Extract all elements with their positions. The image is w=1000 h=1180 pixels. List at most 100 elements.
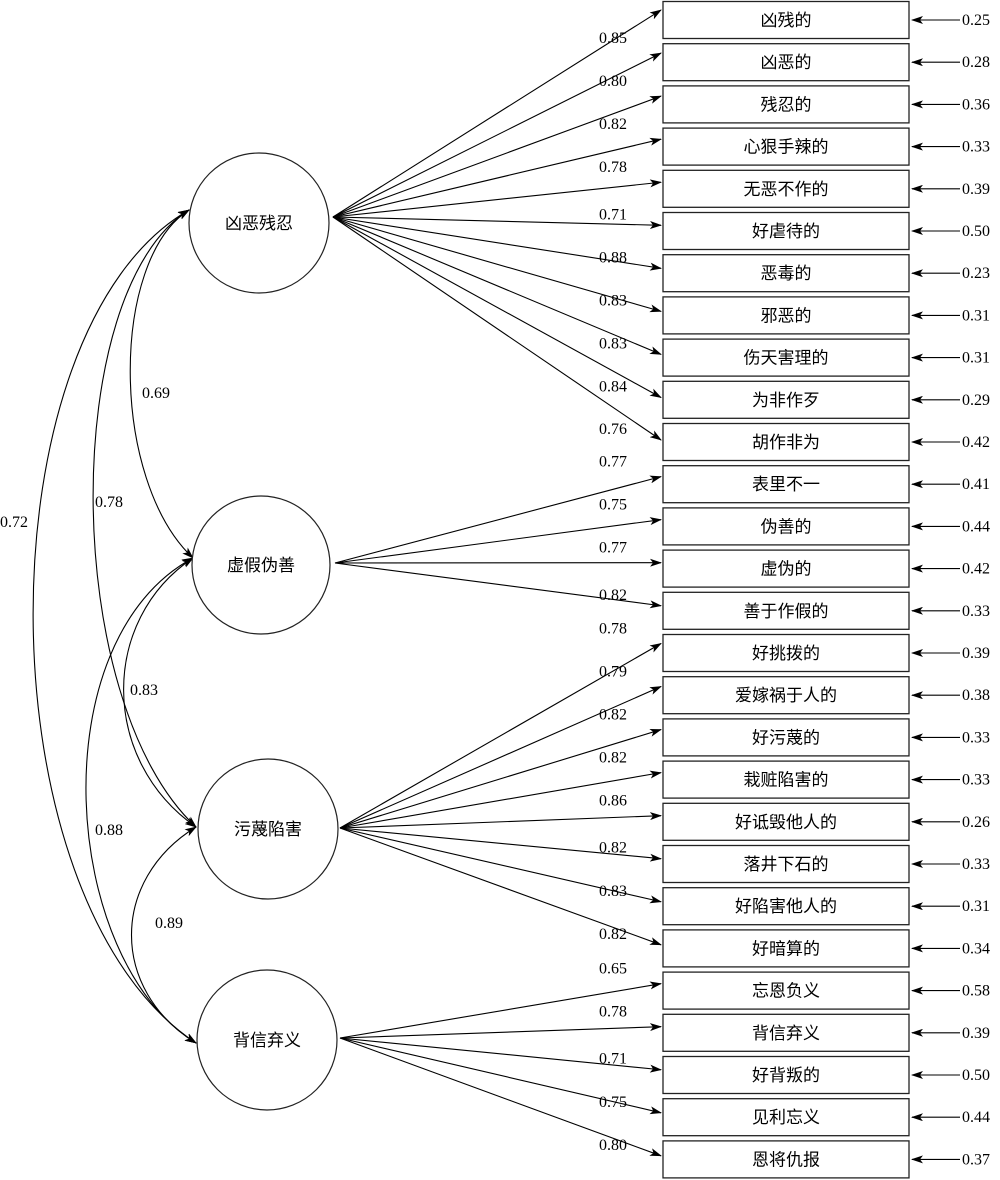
- correlation-arc-head: [181, 557, 194, 567]
- correlation-label: 0.72: [0, 514, 28, 531]
- loading-arrow: [339, 1037, 662, 1073]
- correlation-arc: [32, 209, 197, 1044]
- latent-factor: 虚假伪善: [191, 495, 331, 635]
- factor-label: 虚假伪善: [227, 556, 295, 575]
- error-variance-label: 0.31: [962, 307, 990, 324]
- error-variance-label: 0.23: [962, 265, 990, 282]
- latent-factor: 凶恶残忍: [188, 152, 330, 294]
- indicator-label: 无恶不作的: [744, 180, 829, 199]
- indicator-box: [662, 887, 910, 926]
- loading-arrow: [334, 562, 662, 609]
- loading-arrow: [332, 216, 662, 441]
- loading-label: 0.85: [599, 30, 627, 47]
- indicator-box: [662, 296, 910, 335]
- loading-label: 0.83: [599, 883, 627, 900]
- loading-label: 0.84: [599, 378, 627, 395]
- indicator-label: 胡作非为: [752, 433, 820, 452]
- indicator-box: [662, 929, 910, 968]
- loading-label: 0.75: [599, 1094, 627, 1111]
- indicator-box: [662, 85, 910, 124]
- error-variance-label: 0.29: [962, 392, 990, 409]
- correlation-arc: [123, 557, 197, 828]
- loading-label: 0.82: [599, 116, 627, 133]
- indicator-item: 表里不一 0.41: [662, 465, 990, 504]
- correlation-arc-head: [184, 826, 197, 837]
- loading-label: 0.76: [599, 421, 627, 438]
- indicator-label: 好挑拨的: [752, 644, 820, 663]
- loading-arrow: [332, 216, 662, 271]
- loading-arrow: [339, 728, 662, 829]
- indicator-label: 好污蔑的: [752, 728, 820, 747]
- indicator-label: 见利忘义: [752, 1108, 820, 1127]
- error-variance-label: 0.39: [962, 645, 990, 662]
- indicator-label: 好诋毁他人的: [735, 813, 837, 832]
- error-variance-label: 0.34: [962, 940, 990, 957]
- indicator-item: 好诋毁他人的 0.26: [662, 802, 990, 841]
- indicator-label: 残忍的: [761, 95, 812, 114]
- loading-arrow: [332, 216, 662, 398]
- loading-arrow: [332, 216, 662, 230]
- loading-arrow: [339, 1037, 662, 1157]
- error-variance-label: 0.33: [962, 139, 990, 156]
- indicator-box: [662, 549, 910, 588]
- correlation-label: 0.78: [95, 494, 123, 511]
- indicator-box: [662, 127, 910, 166]
- loading-label: 0.78: [599, 1004, 627, 1021]
- loading-arrow: [339, 981, 662, 1039]
- latent-factor: 背信弃义: [196, 969, 338, 1111]
- indicator-box: [662, 169, 910, 208]
- indicator-label: 栽赃陷害的: [744, 771, 829, 790]
- loading-label: 0.65: [599, 961, 627, 978]
- error-variance-label: 0.26: [962, 814, 990, 831]
- error-variance-label: 0.50: [962, 223, 990, 240]
- error-variance-label: 0.39: [962, 1025, 990, 1042]
- indicator-box: [662, 1098, 910, 1137]
- indicator-box: [662, 422, 910, 462]
- loading-arrow: [332, 216, 662, 313]
- indicator-label: 伪善的: [761, 517, 812, 536]
- indicator-item: 无恶不作的 0.39: [662, 169, 990, 208]
- loading-label: 0.71: [599, 1051, 627, 1068]
- loading-label: 0.82: [599, 750, 627, 767]
- indicator-box: [662, 380, 910, 419]
- error-variance-label: 0.58: [962, 983, 990, 1000]
- indicator-label: 好虐待的: [752, 222, 820, 241]
- loading-label: 0.88: [599, 249, 627, 266]
- loading-label: 0.77: [599, 540, 627, 557]
- error-variance-label: 0.41: [962, 476, 990, 493]
- error-variance-label: 0.39: [962, 181, 990, 198]
- indicator-label: 表里不一: [752, 475, 820, 494]
- indicator-box: [662, 802, 910, 841]
- indicator-box: [662, 718, 910, 757]
- indicator-box: [662, 844, 910, 884]
- loading-arrow: [339, 812, 662, 829]
- error-variance-label: 0.44: [962, 518, 990, 535]
- loading-label: 0.77: [599, 454, 627, 471]
- loading-arrow: [334, 517, 662, 564]
- error-variance-label: 0.38: [962, 687, 990, 704]
- indicator-label: 忘恩负义: [752, 982, 820, 1001]
- latent-factor: 污蔑陷害: [197, 758, 339, 900]
- indicator-box: [662, 338, 910, 377]
- error-variance-label: 0.37: [962, 1151, 990, 1168]
- indicator-box: [662, 760, 910, 799]
- correlation-arc: [130, 826, 197, 1044]
- correlation-label: 0.83: [130, 682, 158, 699]
- loading-arrow: [339, 827, 662, 904]
- loading-label: 0.87: [599, 0, 627, 4]
- loading-arrow: [334, 475, 662, 564]
- error-variance-label: 0.42: [962, 561, 990, 578]
- indicator-box: [662, 676, 910, 715]
- error-variance-label: 0.33: [962, 729, 990, 746]
- loading-arrow: [332, 216, 662, 355]
